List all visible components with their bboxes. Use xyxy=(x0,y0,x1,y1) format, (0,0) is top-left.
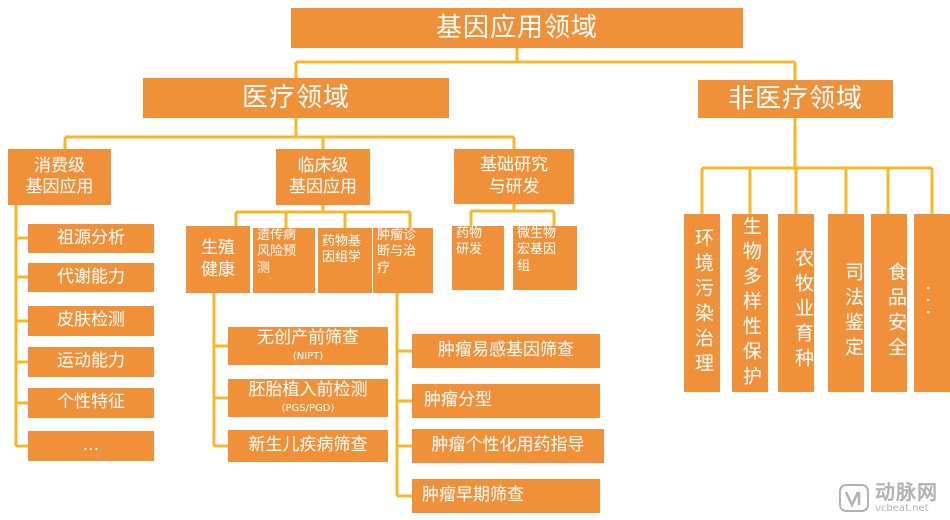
tumor-line1: 肿瘤诊 xyxy=(377,228,417,243)
pharmaco-line2: 因组学 xyxy=(322,250,362,266)
hereditary-risk-node: 遗传病 风险预 测 xyxy=(253,228,315,293)
drug-line2: 研发 xyxy=(456,242,483,258)
consumer-item-personality: 个性特征 xyxy=(28,388,154,418)
nonmed-item-food-safety: 食品安全 xyxy=(871,214,907,392)
tumor-line2: 断与治 xyxy=(377,244,417,260)
research-line1: 基础研究 xyxy=(480,155,548,176)
watermark: 动脉网 vcbeat.net xyxy=(839,482,938,514)
nonmed-item-forensics: 司法鉴定 xyxy=(828,214,864,392)
reproductive-line2: 健康 xyxy=(201,259,235,280)
clinical-node: 临床级 基因应用 xyxy=(276,149,370,205)
pgs-pgd-item: 胚胎植入前检测 (PGS/PGD) xyxy=(228,379,388,417)
metagenomics-node: 微生物 宏基因 组 xyxy=(513,226,577,290)
consumer-item-sports: 运动能力 xyxy=(28,347,154,377)
consumer-line2: 基因应用 xyxy=(25,177,94,197)
reproductive-line1: 生殖 xyxy=(201,238,235,259)
hereditary-line3: 测 xyxy=(257,260,271,276)
nipt-item: 无创产前筛查 (NIPT) xyxy=(228,327,388,365)
consumer-item-metabolism: 代谢能力 xyxy=(28,263,154,292)
drug-line1: 药物 xyxy=(456,226,483,241)
consumer-item-ancestry: 祖源分析 xyxy=(28,224,154,253)
consumer-node: 消费级 基因应用 xyxy=(8,149,111,205)
research-node: 基础研究 与研发 xyxy=(454,149,574,204)
clinical-line2: 基因应用 xyxy=(289,177,357,197)
nonmed-item-more: ... xyxy=(914,214,950,392)
vcbeat-logo-icon xyxy=(839,484,869,512)
drug-development-node: 药物 研发 xyxy=(452,226,504,290)
nonmed-item-breeding: 农牧业育种 xyxy=(778,214,814,392)
hereditary-line1: 遗传病 xyxy=(257,228,297,243)
micro-line1: 微生物 xyxy=(517,226,557,241)
tumor-diagnosis-node: 肿瘤诊 断与治 疗 xyxy=(373,228,433,293)
clinical-line1: 临床级 xyxy=(297,155,349,176)
micro-line2: 宏基因 xyxy=(517,242,557,258)
tumor-susceptibility-item: 肿瘤易感基因筛查 xyxy=(412,334,600,368)
medical-field-node: 医疗领域 xyxy=(143,78,449,118)
research-line2: 与研发 xyxy=(488,176,540,197)
nonmed-item-biodiversity: 生物多样性保护 xyxy=(732,214,768,392)
nonmed-item-environment: 环境污染治理 xyxy=(684,214,720,392)
reproductive-health-node: 生殖 健康 xyxy=(186,226,250,293)
newborn-screening-item: 新生儿疾病筛查 xyxy=(228,430,388,462)
non-medical-field-node: 非医疗领域 xyxy=(698,80,893,118)
watermark-cn: 动脉网 xyxy=(875,480,938,504)
tumor-line3: 疗 xyxy=(377,260,391,276)
pgs-sub: (PGS/PGD) xyxy=(281,403,335,415)
watermark-en: vcbeat.net xyxy=(875,503,929,514)
pgs-label: 胚胎植入前检测 xyxy=(248,380,368,401)
consumer-item-skin: 皮肤检测 xyxy=(28,306,154,336)
tumor-typing-item: 肿瘤分型 xyxy=(412,384,600,418)
pharmaco-line1: 药物基 xyxy=(322,234,362,249)
root-node: 基因应用领域 xyxy=(291,8,743,48)
hereditary-line2: 风险预 xyxy=(257,244,297,260)
consumer-item-more: ... xyxy=(28,431,154,461)
micro-line3: 组 xyxy=(517,258,531,274)
pharmacogenomics-node: 药物基 因组学 xyxy=(318,228,372,293)
tumor-early-screening-item: 肿瘤早期筛查 xyxy=(412,479,600,513)
nipt-label: 无创产前筛查 xyxy=(257,328,359,349)
consumer-line1: 消费级 xyxy=(34,155,85,176)
tumor-personalized-medication-item: 肿瘤个性化用药指导 xyxy=(412,429,604,463)
nipt-sub: (NIPT) xyxy=(292,351,324,363)
